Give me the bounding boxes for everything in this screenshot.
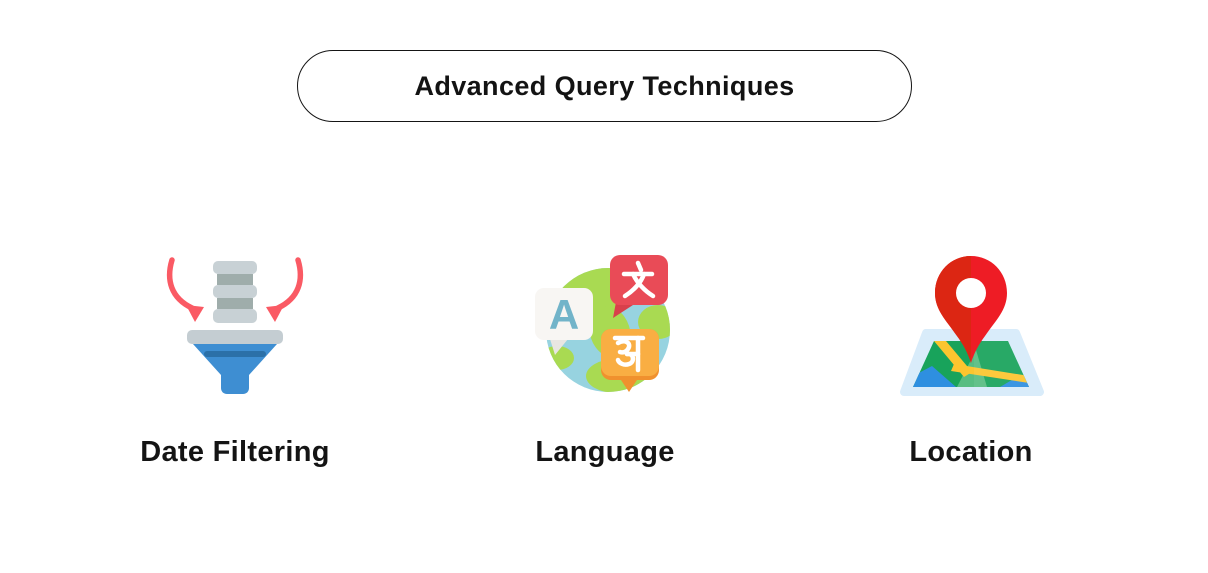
feature-label-language: Language — [535, 436, 675, 468]
latin-bubble-icon: A — [535, 288, 593, 355]
feature-date-filtering: Date Filtering — [120, 250, 350, 469]
location-icon — [900, 256, 1044, 396]
title-pill: Advanced Query Techniques — [297, 50, 912, 122]
page-title: Advanced Query Techniques — [414, 70, 795, 101]
feature-language: A — [490, 250, 720, 469]
language-icon: A — [535, 255, 670, 392]
down-arrow-left-icon — [166, 257, 204, 322]
devanagari-char-glyph — [612, 335, 646, 373]
feature-label-date-filtering: Date Filtering — [140, 436, 330, 468]
feature-label-location: Location — [909, 436, 1033, 468]
data-stack-icon — [213, 261, 257, 323]
devanagari-bubble-icon — [601, 329, 659, 392]
funnel-icon — [187, 330, 283, 394]
date-filter-icon — [166, 257, 304, 394]
latin-a-glyph: A — [549, 291, 579, 338]
down-arrow-right-icon — [266, 257, 304, 322]
chinese-char-glyph — [621, 260, 656, 299]
chinese-bubble-icon — [610, 255, 668, 318]
map-pin-icon — [935, 256, 1007, 363]
feature-location: Location — [856, 250, 1086, 469]
map-icon — [900, 329, 1044, 396]
